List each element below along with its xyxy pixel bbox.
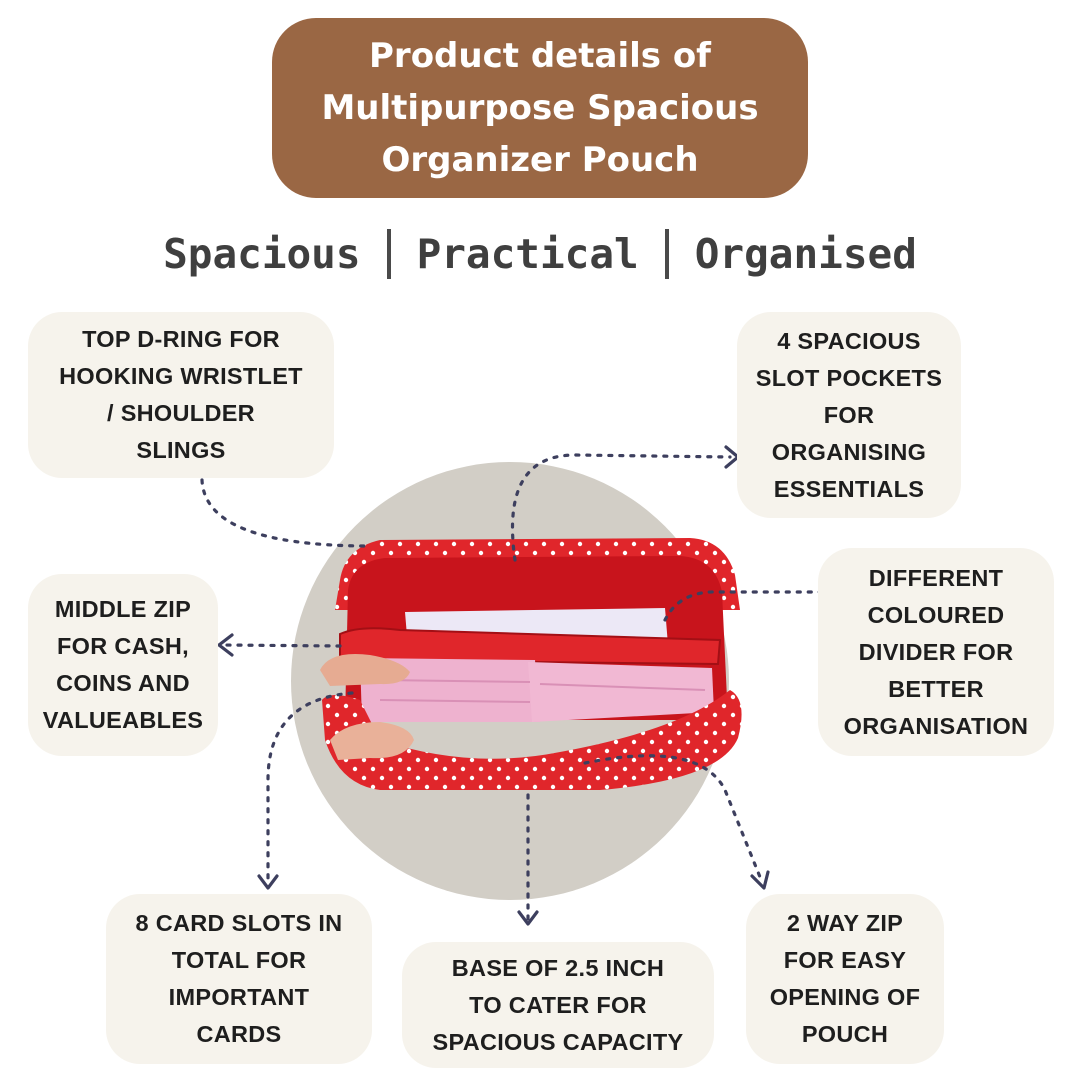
callout-line: POUCH <box>801 1021 889 1047</box>
arrow-icon <box>517 910 539 926</box>
callout-line: ORGANISATION <box>843 712 1029 739</box>
arrow-d-ring <box>200 478 367 548</box>
callout-line: CARDS <box>196 1021 282 1047</box>
callout-line: IMPORTANT <box>168 984 310 1010</box>
tagline-separator <box>386 229 391 279</box>
callout-card-slots: 8 CARD SLOTS IN TOTAL FOR IMPORTANT CARD… <box>106 894 372 1064</box>
callout-middle-zip: MIDDLE ZIP FOR CASH, COINS AND VALUEABLE… <box>28 574 218 756</box>
callout-line: ORGANISING <box>771 438 927 465</box>
pouch-front-flap <box>322 690 742 790</box>
arrow-icon <box>750 870 770 890</box>
callout-line: COINS AND <box>56 670 190 696</box>
callout-line: FOR EASY <box>783 947 907 973</box>
callout-line: BETTER <box>888 675 984 702</box>
callout-line: SPACIOUS CAPACITY <box>432 1028 684 1055</box>
arrow-icon <box>257 874 279 890</box>
callout-line: TOTAL FOR <box>171 947 307 973</box>
callout-divider: DIFFERENT COLOURED DIVIDER FOR BETTER OR… <box>818 548 1054 756</box>
arrow-card-slots <box>266 691 354 887</box>
middle-zip-band <box>339 627 722 666</box>
callout-line: TO CATER FOR <box>469 991 647 1018</box>
title-banner: Product details of Multipurpose Spacious… <box>272 18 808 198</box>
callout-line: BASE OF 2.5 INCH <box>451 954 665 981</box>
callout-two-way-zip: 2 WAY ZIP FOR EASY OPENING OF POUCH <box>746 894 944 1064</box>
callout-line: FOR <box>823 401 875 428</box>
callout-line: DIVIDER FOR <box>858 638 1014 665</box>
arrow-middle-zip <box>220 643 342 648</box>
finger-bottom <box>330 722 414 760</box>
arrow-icon <box>217 633 234 657</box>
tagline-separator <box>664 229 669 279</box>
callout-line: SLOT POCKETS <box>755 364 943 391</box>
callout-line: DIFFERENT <box>868 564 1004 591</box>
callout-line: VALUEABLES <box>42 707 204 733</box>
tagline: Spacious Practical Organised <box>0 222 1080 286</box>
title-line-2: Multipurpose Spacious <box>321 88 759 128</box>
arrow-slot-pockets <box>510 453 732 562</box>
title-line-3: Organizer Pouch <box>381 140 699 180</box>
callout-line: FOR CASH, <box>57 633 189 659</box>
callout-line: ESSENTIALS <box>773 475 925 502</box>
callout-line: COLOURED <box>867 601 1005 628</box>
arrow-divider <box>663 590 834 622</box>
tagline-word-organised: Organised <box>694 230 917 278</box>
callout-line: OPENING OF <box>769 984 921 1010</box>
finger-top <box>320 654 410 686</box>
callout-line: TOP D-RING FOR <box>82 326 280 352</box>
arrow-two-way-zip <box>583 754 764 884</box>
pink-card-slots-right <box>528 662 714 722</box>
tagline-word-spacious: Spacious <box>163 230 361 278</box>
tagline-word-practical: Practical <box>416 230 639 278</box>
callout-slot-pockets: 4 SPACIOUS SLOT POCKETS FOR ORGANISING E… <box>737 312 961 518</box>
callout-line: 8 CARD SLOTS IN <box>135 910 343 936</box>
callout-d-ring: TOP D-RING FOR HOOKING WRISTLET / SHOULD… <box>28 312 334 478</box>
callout-base: BASE OF 2.5 INCH TO CATER FOR SPACIOUS C… <box>402 942 714 1068</box>
title-line-1: Product details of <box>369 36 711 76</box>
callout-line: HOOKING WRISTLET <box>59 363 303 389</box>
callout-line: 4 SPACIOUS <box>777 327 921 354</box>
callout-line: / SHOULDER <box>107 400 255 426</box>
callout-line: MIDDLE ZIP <box>54 596 192 622</box>
callout-line: 2 WAY ZIP <box>786 910 904 936</box>
callout-line: SLINGS <box>136 437 226 463</box>
